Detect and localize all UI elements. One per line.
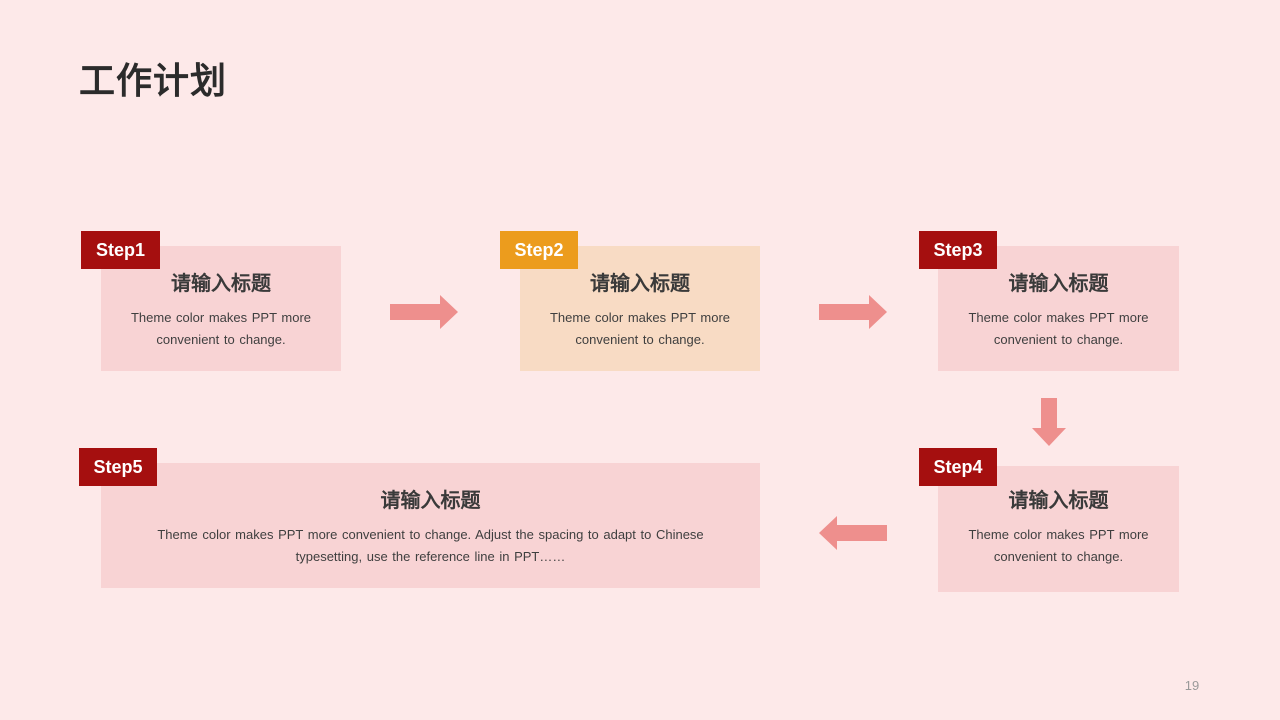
arrow-right-icon bbox=[390, 295, 458, 329]
step2-title: 请输入标题 bbox=[590, 271, 690, 295]
step5-badge: Step5 bbox=[79, 448, 157, 486]
arrow-down-icon bbox=[1032, 398, 1066, 446]
step5-card: 请输入标题 Theme color makes PPT more conveni… bbox=[101, 463, 760, 588]
step4-text: Theme color makes PPT more convenient to… bbox=[968, 527, 1149, 564]
page-title: 工作计划 bbox=[79, 61, 228, 102]
page-number: 19 bbox=[1184, 678, 1200, 693]
step3-text: Theme color makes PPT more convenient to… bbox=[968, 310, 1149, 347]
step3-badge: Step3 bbox=[919, 231, 997, 269]
step2-card: 请输入标题 Theme color makes PPT more conveni… bbox=[520, 246, 760, 371]
step5-text: Theme color makes PPT more convenient to… bbox=[157, 527, 704, 564]
step1-title: 请输入标题 bbox=[171, 271, 271, 295]
step4-card: 请输入标题 Theme color makes PPT more conveni… bbox=[938, 466, 1179, 592]
step2-text: Theme color makes PPT more convenient to… bbox=[549, 310, 731, 347]
step1-text: Theme color makes PPT more convenient to… bbox=[130, 310, 312, 347]
arrow-left-icon bbox=[819, 516, 887, 550]
step5-title: 请输入标题 bbox=[380, 488, 481, 512]
step4-badge: Step4 bbox=[919, 448, 997, 486]
step3-title: 请输入标题 bbox=[1008, 271, 1109, 295]
step4-title: 请输入标题 bbox=[1008, 488, 1109, 512]
step1-badge: Step1 bbox=[81, 231, 160, 269]
step2-badge: Step2 bbox=[500, 231, 578, 269]
arrow-right-icon bbox=[819, 295, 887, 329]
